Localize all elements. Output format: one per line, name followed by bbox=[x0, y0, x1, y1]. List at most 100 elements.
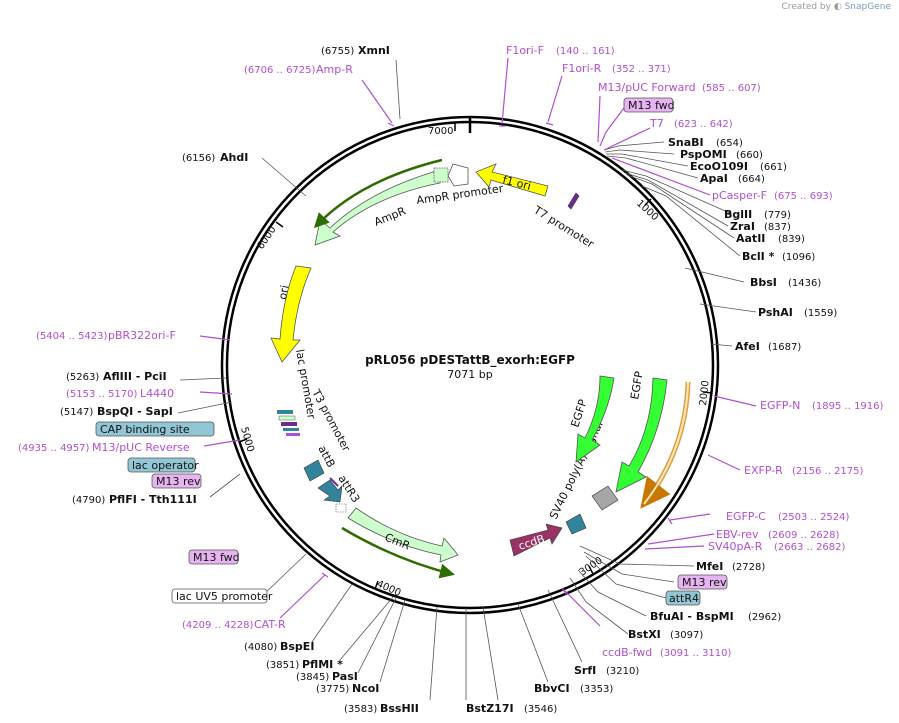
enzyme-aatii-pos: (839) bbox=[778, 234, 805, 245]
enzyme-pflfi-name: PflFI - Tth111I bbox=[109, 493, 197, 506]
enzyme-xmni-pos: (6755) bbox=[321, 46, 354, 57]
enzyme-bcli-name: BclI * bbox=[742, 250, 775, 263]
primer-sv40pa-r-name: SV40pA-R bbox=[708, 540, 763, 553]
primer-f1ori-r-pos: (352 .. 371) bbox=[612, 64, 671, 75]
boxed-label-m13-fwd-top: M13 fwd bbox=[623, 97, 675, 113]
boxed-label-attr4-text: attR4 bbox=[669, 592, 699, 605]
boxed-label-attr4: attR4 bbox=[665, 590, 701, 606]
tick-label-7000: 7000 bbox=[428, 126, 453, 137]
feature-t7-promoter-label: T7 promoter bbox=[531, 203, 597, 251]
boxed-label-lac-uv5-promoter-text: lac UV5 promoter bbox=[176, 590, 273, 603]
enzyme-zrai-name: ZraI bbox=[730, 220, 755, 233]
enzyme-zrai-pos: (837) bbox=[764, 222, 791, 233]
plasmid-title: pRL056 pDESTattB_exorh:EGFP bbox=[365, 353, 575, 368]
feature-cmr-direction bbox=[341, 526, 455, 579]
enzyme-afei-name: AfeI bbox=[735, 340, 760, 353]
primer-exfp-r-name: EXFP-R bbox=[744, 464, 783, 477]
primer-m13puc-fwd-pos: (585 .. 607) bbox=[702, 83, 761, 94]
boxed-label-m13-fwd-left: M13 fwd bbox=[188, 549, 240, 565]
primer-pbr322ori-f-pos: (5404 .. 5423) bbox=[36, 331, 108, 342]
enzyme-bsshii-name: BssHII bbox=[380, 702, 419, 715]
enzyme-srfi-pos: (3210) bbox=[606, 666, 639, 677]
enzyme-bbsi-name: BbsI bbox=[750, 276, 777, 289]
enzyme-bbvci-pos: (3353) bbox=[580, 684, 613, 695]
primer-f1ori-f-name: F1ori-F bbox=[506, 44, 544, 57]
enzyme-bstxi-pos: (3097) bbox=[670, 630, 703, 641]
enzyme-aatii-name: AatII bbox=[736, 232, 765, 245]
boxed-label-m13-fwd-left-text: M13 fwd bbox=[193, 551, 240, 564]
enzyme-bfuai-pos: (2962) bbox=[748, 612, 781, 623]
primer-t7-name: T7 bbox=[649, 117, 664, 130]
primer-egfp-c-pos: (2503 .. 2524) bbox=[778, 512, 850, 523]
enzyme-bbsi-pos: (1436) bbox=[788, 278, 821, 289]
enzyme-bstxi-name: BstXI bbox=[628, 628, 661, 641]
enzyme-pflmi-name: PflMI * bbox=[302, 658, 343, 671]
enzyme-apai-pos: (664) bbox=[738, 174, 765, 185]
enzyme-afliii-pos: (5263) bbox=[66, 372, 99, 383]
feature-egfp-arrow-2 bbox=[615, 377, 668, 493]
enzyme-mfei-pos: (2728) bbox=[732, 562, 765, 573]
feature-t7-promoter-arrow bbox=[567, 192, 580, 210]
primer-l4440-name: L4440 bbox=[140, 387, 174, 400]
enzyme-bspei-name: BspEI bbox=[280, 640, 314, 653]
feature-t3-promoter-label: T3 promoter bbox=[309, 386, 353, 454]
feature-ampr-direction bbox=[313, 158, 443, 229]
primer-pbr322ori-f-name: pBR322ori-F bbox=[108, 329, 176, 342]
enzyme-pshai-name: PshAI bbox=[758, 306, 793, 319]
enzyme-srfi-name: SrfI bbox=[574, 664, 596, 677]
primer-m13puc-rev-name: M13/pUC Reverse bbox=[92, 441, 190, 454]
enzyme-ncoi-name: NcoI bbox=[352, 682, 379, 695]
feature-ccdb-arrow bbox=[509, 523, 563, 557]
enzyme-bfuai-name: BfuAI - BspMI bbox=[650, 610, 734, 623]
boxed-label-m13-rev-right: M13 rev bbox=[677, 574, 728, 590]
primer-t7-pos: (623 .. 642) bbox=[674, 119, 733, 130]
boxed-label-lac-uv5-promoter: lac UV5 promoter bbox=[171, 588, 273, 604]
enzyme-bspqi-name: BspQI - SapI bbox=[97, 405, 173, 418]
enzyme-pflfi-pos: (4790) bbox=[72, 495, 105, 506]
feature-egfp-arrow-1 bbox=[575, 375, 615, 463]
enzyme-ahdi-name: AhdI bbox=[220, 151, 248, 164]
enzyme-pspomi-name: PspOMI bbox=[680, 148, 727, 161]
feature-ori-arrow bbox=[270, 265, 312, 363]
feature-small-block bbox=[335, 503, 347, 513]
feature-attr3-strand bbox=[329, 477, 339, 487]
feature-ccdb-label: ccdB bbox=[517, 532, 546, 553]
tick-label-2000: 2000 bbox=[698, 380, 712, 406]
primer-ampr-name: Amp-R bbox=[316, 63, 353, 76]
enzyme-pflmi-pos: (3851) bbox=[266, 660, 299, 671]
leader-lines bbox=[177, 59, 757, 701]
primer-ccdb-fwd-pos: (3091 .. 3110) bbox=[660, 648, 732, 659]
feature-ampr-promoter-arrow bbox=[447, 163, 469, 187]
boxed-label-cap-binding-site: CAP binding site bbox=[95, 421, 215, 437]
enzyme-bstz17i-name: BstZ17I bbox=[466, 702, 514, 715]
boxed-label-cap-binding-site-text: CAP binding site bbox=[100, 423, 190, 436]
watermark-created-by: Created by bbox=[781, 2, 831, 12]
enzyme-snabi-pos: (654) bbox=[716, 138, 743, 149]
boxed-label-m13-fwd-top-text: M13 fwd bbox=[628, 99, 675, 112]
feature-attr3-arrow bbox=[317, 479, 343, 503]
enzyme-ecoo109i-pos: (661) bbox=[760, 162, 787, 173]
feature-ampr-arrow bbox=[314, 169, 441, 246]
feature-cmr-label: CmR bbox=[383, 531, 412, 553]
enzyme-bspei-pos: (4080) bbox=[244, 642, 277, 653]
primer-exfp-r-pos: (2156 .. 2175) bbox=[792, 466, 864, 477]
enzyme-apai-name: ApaI bbox=[700, 172, 728, 185]
boxed-label-m13-rev-left: M13 rev bbox=[151, 473, 202, 489]
primer-ebv-rev-pos: (2609 .. 2628) bbox=[768, 530, 840, 541]
primer-ccdb-fwd-name: ccdB-fwd bbox=[602, 646, 652, 659]
snapgene-watermark: Created by ◐ SnapGene bbox=[781, 2, 891, 12]
primer-f1ori-r-name: F1ori-R bbox=[562, 62, 602, 75]
primer-pcasper-f-pos: (675 .. 693) bbox=[774, 191, 833, 202]
feature-attr4-arrow bbox=[565, 513, 587, 535]
enzyme-afei-pos: (1687) bbox=[768, 342, 801, 353]
lac-region-marks bbox=[277, 410, 300, 436]
primer-egfp-n-pos: (1895 .. 1916) bbox=[812, 401, 884, 412]
enzyme-pspomi-pos: (660) bbox=[736, 150, 763, 161]
primer-pcasper-f-name: pCasper-F bbox=[712, 189, 767, 202]
feature-ori-label: ori bbox=[276, 284, 291, 300]
enzyme-ahdi-pos: (6156) bbox=[182, 153, 215, 164]
primer-sv40pa-r-pos: (2663 .. 2682) bbox=[774, 542, 846, 553]
boxed-label-lac-operator-text: lac operator bbox=[132, 459, 199, 472]
enzyme-mfei-name: MfeI bbox=[696, 560, 723, 573]
enzyme-ecoo109i-name: EcoO109I bbox=[690, 160, 748, 173]
